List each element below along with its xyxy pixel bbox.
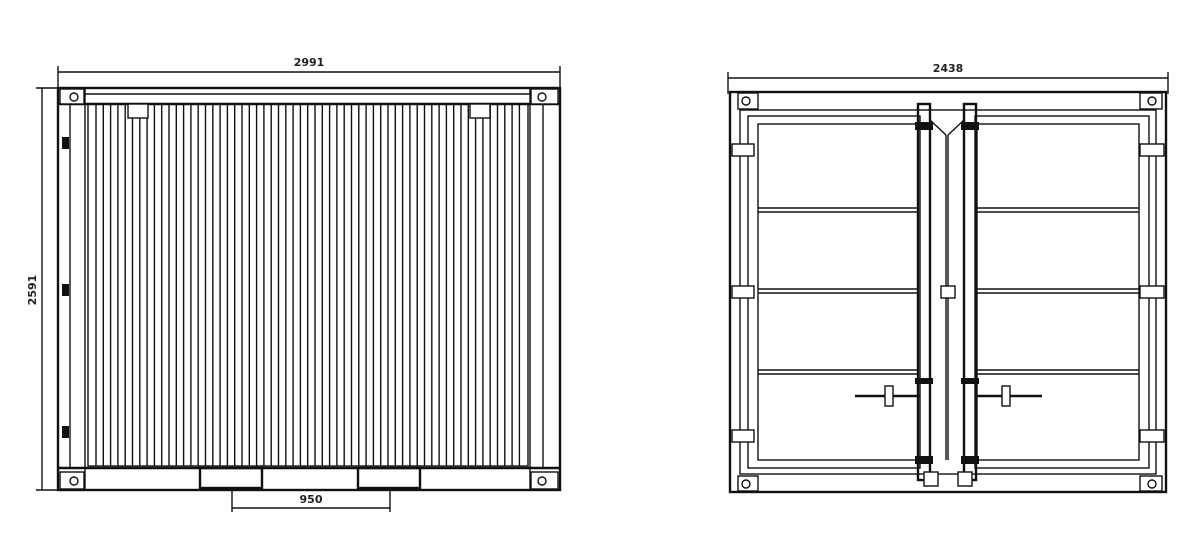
- side-frame: [56, 86, 562, 492]
- width-dimension: 2438: [727, 62, 1169, 94]
- hinges: [731, 143, 1165, 443]
- length-label: 2991: [294, 56, 325, 69]
- corrugations: [95, 104, 521, 466]
- fork-pocket-label: 950: [300, 493, 323, 506]
- left-door: [747, 115, 921, 469]
- end-view: 2438: [727, 62, 1169, 494]
- corner-castings: [59, 88, 559, 490]
- hinges: [62, 137, 69, 438]
- side-view: 2991 2591 950: [26, 56, 562, 512]
- door-bars: [758, 207, 1139, 375]
- length-dimension: 2991: [57, 56, 561, 88]
- top-lug: [127, 103, 149, 119]
- fork-pocket: [198, 466, 264, 490]
- top-lug: [469, 103, 491, 119]
- height-label: 2591: [26, 275, 39, 306]
- lock-rods: [915, 102, 979, 482]
- door-handles: [855, 385, 1042, 407]
- right-door: [974, 115, 1150, 469]
- end-frame: [728, 90, 1168, 494]
- fork-pocket: [356, 466, 422, 490]
- fork-pocket-dimension: 950: [231, 488, 391, 512]
- corner-castings: [737, 92, 1163, 492]
- width-label: 2438: [933, 62, 964, 75]
- height-dimension: 2591: [26, 87, 58, 491]
